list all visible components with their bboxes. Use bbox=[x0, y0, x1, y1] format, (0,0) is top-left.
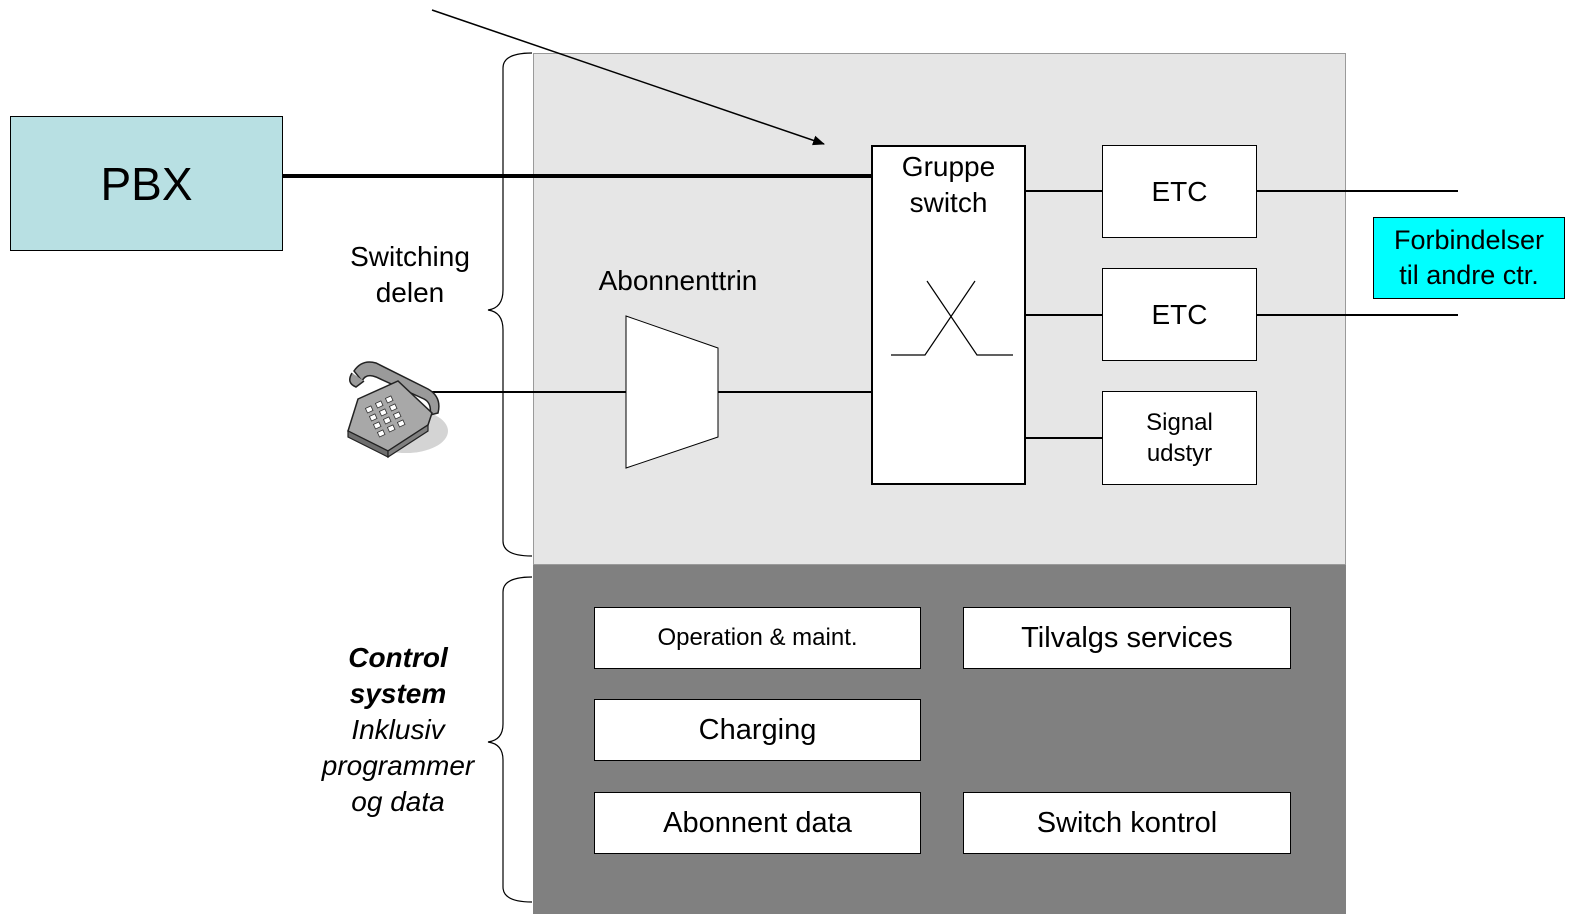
group-switch-line1: Gruppe bbox=[901, 151, 996, 182]
switching-part-line1: Switching bbox=[350, 241, 470, 272]
signal-equipment-line2: udstyr bbox=[1146, 440, 1213, 467]
control-system-sub1: Inklusiv bbox=[351, 714, 445, 745]
control-system-label: Control system Inklusiv programmer og da… bbox=[308, 638, 488, 822]
pbx-box: PBX bbox=[10, 116, 283, 251]
switch-kontrol-box: Switch kontrol bbox=[963, 792, 1291, 854]
etc-box-1: ETC bbox=[1102, 145, 1257, 238]
abonnent-data-box: Abonnent data bbox=[594, 792, 921, 854]
switching-brace bbox=[487, 52, 533, 557]
subscriber-stage-shape bbox=[625, 315, 719, 469]
charging-box: Charging bbox=[594, 699, 921, 761]
signal-equipment-line1: Signal bbox=[1146, 409, 1213, 436]
control-system-sub3: og data bbox=[351, 786, 445, 817]
control-system-title2: system bbox=[349, 678, 447, 709]
switching-part-label: Switching delen bbox=[330, 238, 490, 312]
control-system-title1: Control bbox=[348, 642, 448, 673]
control-brace bbox=[487, 576, 533, 903]
tilvalgs-services-box: Tilvalgs services bbox=[963, 607, 1291, 669]
arrow-icon bbox=[431, 9, 825, 146]
signal-equipment-box: Signal udstyr bbox=[1102, 391, 1257, 485]
subscriber-stage-label: Abonnenttrin bbox=[598, 265, 758, 296]
connections-note-line2: til andre ctr. bbox=[1399, 260, 1539, 290]
connections-note-line1: Forbindelser bbox=[1393, 225, 1545, 255]
group-switch-line2: switch bbox=[909, 187, 988, 218]
connections-note: Forbindelser til andre ctr. bbox=[1373, 217, 1565, 299]
control-system-sub2: programmer bbox=[321, 750, 475, 781]
pbx-label: PBX bbox=[100, 157, 193, 210]
group-switch-box: Gruppe switch bbox=[871, 145, 1026, 485]
telephone-icon bbox=[347, 361, 448, 459]
group-switch-label: Gruppe switch bbox=[873, 149, 1024, 221]
crosspoint-symbol bbox=[891, 280, 1013, 356]
etc-box-2: ETC bbox=[1102, 268, 1257, 361]
switching-part-line2: delen bbox=[375, 277, 445, 308]
operation-maint-box: Operation & maint. bbox=[594, 607, 921, 669]
